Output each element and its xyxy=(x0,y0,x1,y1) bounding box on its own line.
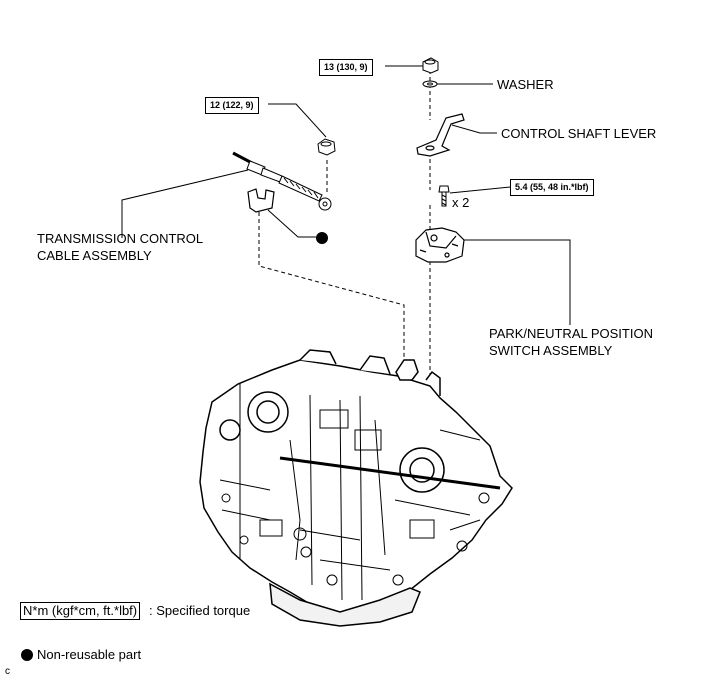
label-pnp-line1: PARK/NEUTRAL POSITION xyxy=(489,326,653,341)
leader-nut-cable xyxy=(268,103,327,138)
leader-switch xyxy=(455,239,571,325)
non-reusable-marker-icon xyxy=(316,232,328,244)
leader-bolt-switch xyxy=(449,186,511,194)
control-cable-icon xyxy=(232,151,332,211)
label-cable-line2: CABLE ASSEMBLY xyxy=(37,248,152,263)
torque-box-nut-top: 13 (130, 9) xyxy=(319,59,373,76)
washer-icon xyxy=(422,80,438,88)
transmission-detail-lines xyxy=(219,384,490,601)
label-washer: WASHER xyxy=(497,77,554,92)
nut-cable-icon xyxy=(317,138,336,156)
control-shaft-lever-icon xyxy=(416,113,465,157)
legend-non-reusable-text: Non-reusable part xyxy=(37,647,142,662)
transmission-assembly-icon xyxy=(199,349,513,627)
torque-box-bolt-switch: 5.4 (55, 48 in.*lbf) xyxy=(510,179,594,196)
corner-code: c xyxy=(5,666,10,677)
clip-icon xyxy=(247,188,275,213)
label-cable-line1: TRANSMISSION CONTROL xyxy=(37,231,204,246)
label-bolt-quantity: x 2 xyxy=(452,195,470,210)
leader-clip xyxy=(267,209,316,238)
leader-cable xyxy=(121,169,249,238)
dash-clip xyxy=(258,212,405,360)
legend-non-reusable-dot-icon xyxy=(21,649,33,661)
pnp-switch-icon xyxy=(415,227,465,263)
leader-control-lever xyxy=(451,124,497,134)
legend-torque-text: : Specified torque xyxy=(149,603,251,618)
torque-box-nut-cable: 12 (122, 9) xyxy=(205,97,259,114)
nut-top-icon xyxy=(422,57,439,74)
label-pnp-line2: SWITCH ASSEMBLY xyxy=(489,343,613,358)
label-control-shaft-lever: CONTROL SHAFT LEVER xyxy=(501,126,657,141)
bolt-icon xyxy=(438,185,450,207)
legend-torque-box: N*m (kgf*cm, ft.*lbf) xyxy=(20,602,141,620)
